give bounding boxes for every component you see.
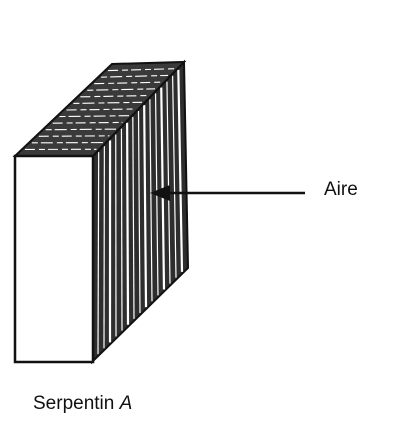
fin-stripe xyxy=(108,68,175,72)
caption-letter: A xyxy=(119,393,133,414)
coil-caption: Serpentin A xyxy=(33,393,132,415)
fin-stripe xyxy=(126,122,130,325)
fin-stripes-top xyxy=(24,68,175,150)
fin-stripe xyxy=(143,105,148,308)
air-label: Aire xyxy=(324,179,358,200)
fin-stripe xyxy=(166,81,171,284)
air-arrow-head xyxy=(150,185,170,201)
fin-stripe xyxy=(172,75,177,278)
fin-stripe xyxy=(87,88,156,91)
coil-front-face xyxy=(13,154,95,364)
fin-stripe xyxy=(101,74,169,78)
fin-stripe xyxy=(73,101,143,104)
fin-stripes-side xyxy=(97,69,184,355)
fin-stripe xyxy=(97,152,100,355)
fin-stripe xyxy=(149,99,153,302)
fin-stripe xyxy=(177,69,184,272)
fin-stripe xyxy=(59,115,130,118)
fin-stripe xyxy=(137,110,141,314)
caption-text: Serpentin xyxy=(33,393,115,414)
fin-stripe xyxy=(120,128,123,331)
fin-stripe xyxy=(132,116,135,319)
fin-stripe xyxy=(45,128,117,131)
